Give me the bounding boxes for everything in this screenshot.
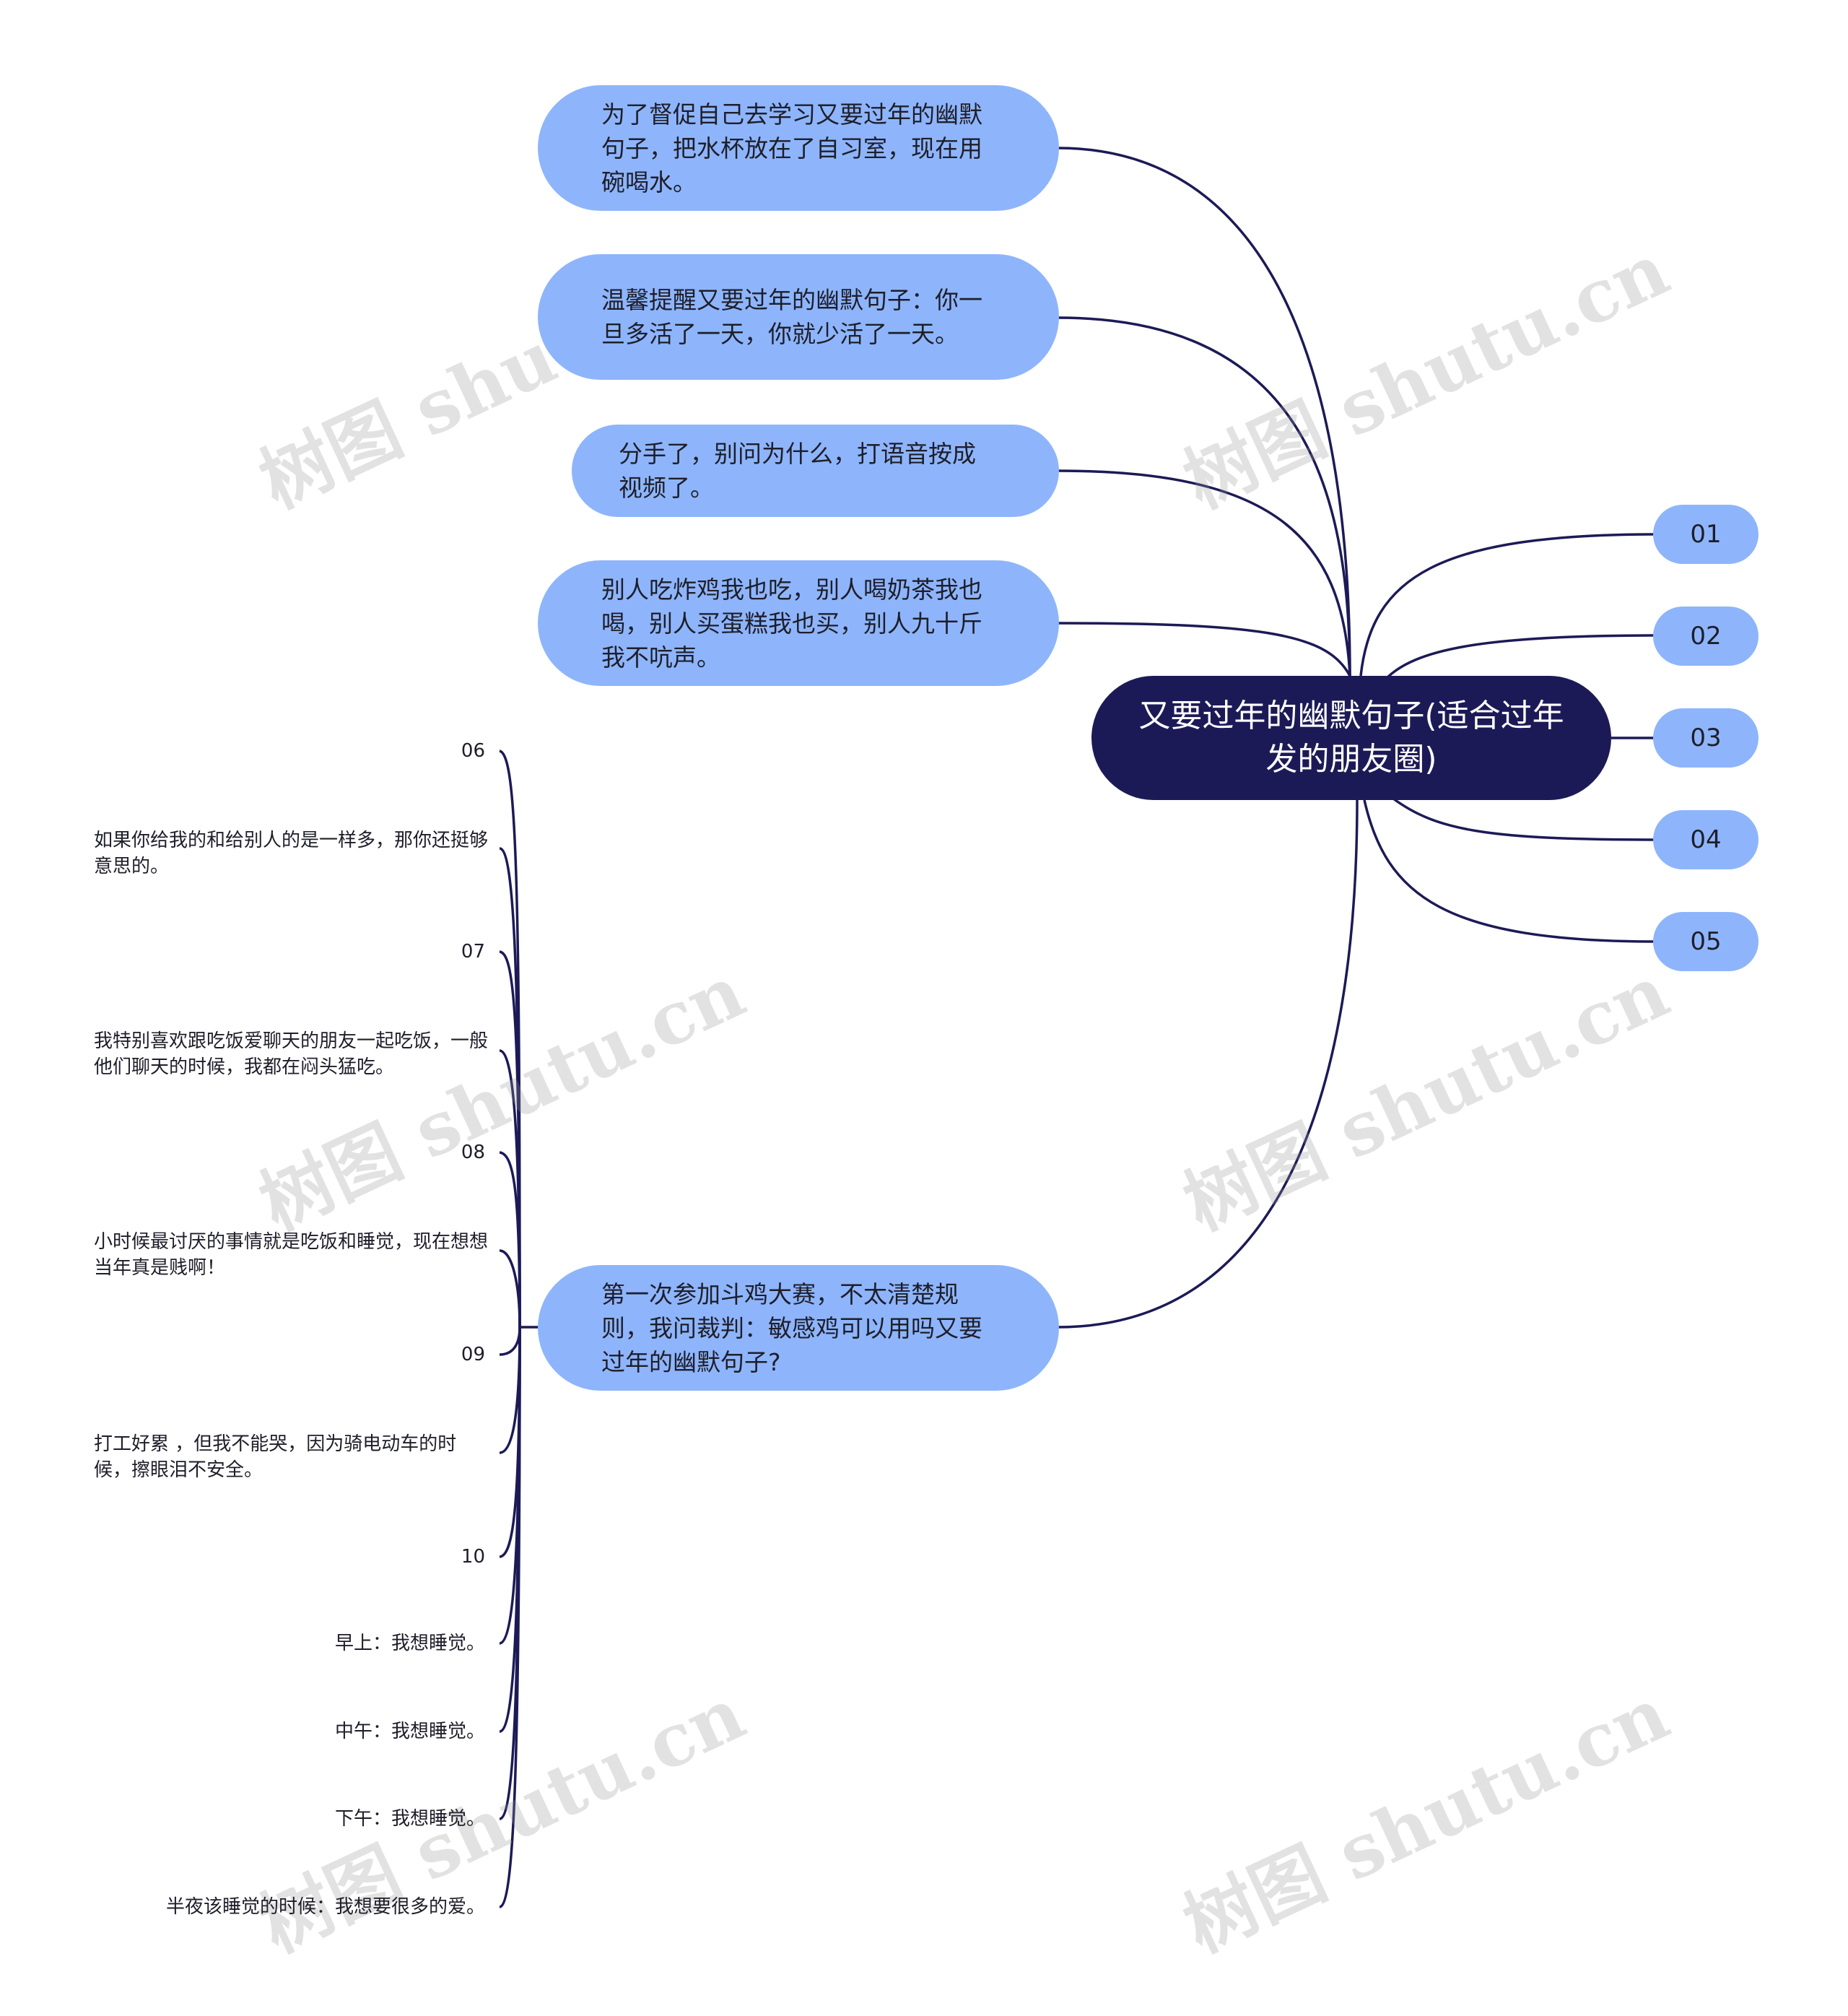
branch-text: 别人吃炸鸡我也吃，别人喝奶茶我也喝，别人买蛋糕我也买，别人九十斤我不吭声。 <box>601 575 982 672</box>
number-node-01[interactable]: 01 <box>1653 505 1758 564</box>
leaf-label-09[interactable]: 09 <box>461 1344 485 1365</box>
link-top-1 <box>1057 147 1351 677</box>
link-top-3 <box>1057 469 1351 677</box>
link-right-04 <box>1392 797 1657 841</box>
branch-bubble[interactable]: 第一次参加斗鸡大赛，不太清楚规则，我问裁判：敏感鸡可以用吗又要过年的幽默句子? <box>538 1265 1059 1391</box>
number-label: 04 <box>1690 825 1722 854</box>
number-label: 05 <box>1690 927 1722 956</box>
branch-bubble[interactable]: 温馨提醒又要过年的幽默句子：你一旦多活了一天，你就少活了一天。 <box>538 254 1059 380</box>
number-node-04[interactable]: 04 <box>1653 810 1758 869</box>
branch-text: 温馨提醒又要过年的幽默句子：你一旦多活了一天，你就少活了一天。 <box>601 286 982 348</box>
link-right-05 <box>1363 799 1657 943</box>
brace-h <box>499 1326 521 1908</box>
number-label: 03 <box>1690 724 1722 752</box>
leaf-label-10[interactable]: 10 <box>461 1546 485 1568</box>
branch-text: 为了督促自己去学习又要过年的幽默句子，把水杯放在了自习室，现在用碗喝水。 <box>601 100 982 196</box>
leaf-label-06[interactable]: 06 <box>461 740 485 762</box>
leaf-label-07[interactable]: 07 <box>461 941 485 963</box>
branch-bubble[interactable]: 别人吃炸鸡我也吃，别人喝奶茶我也喝，别人买蛋糕我也买，别人九十斤我不吭声。 <box>538 560 1059 686</box>
number-node-03[interactable]: 03 <box>1653 708 1758 768</box>
leaf-text[interactable]: 半夜该睡觉的时候：我想要很多的爱。 <box>165 1896 485 1918</box>
root-title: 又要过年的幽默句子(适合过年发的朋友圈) <box>1138 698 1564 778</box>
branch-bubble[interactable]: 为了督促自己去学习又要过年的幽默句子，把水杯放在了自习室，现在用碗喝水。 <box>538 85 1059 211</box>
number-node-05[interactable]: 05 <box>1653 912 1758 971</box>
leaf-text[interactable]: 下午：我想睡觉。 <box>334 1808 485 1830</box>
link-top-2 <box>1057 316 1351 677</box>
leaf-text[interactable]: 早上：我想睡觉。 <box>334 1633 485 1654</box>
branch-bubble[interactable]: 分手了，别问为什么，打语音按成视频了。 <box>572 425 1059 517</box>
brace-09 <box>499 1326 521 1356</box>
leaf-text[interactable]: 打工好累 ，但我不能哭，因为骑电动车的时候，擦眼泪不安全。 <box>94 1433 457 1481</box>
root-topic[interactable]: 又要过年的幽默句子(适合过年发的朋友圈) <box>1091 676 1611 800</box>
brace-c <box>499 1249 521 1328</box>
link-right-01 <box>1359 533 1657 677</box>
brace-08 <box>499 1151 521 1328</box>
number-node-02[interactable]: 02 <box>1653 607 1758 666</box>
leaf-text[interactable]: 如果你给我的和给别人的是一样多，那你还挺够意思的。 <box>94 830 489 877</box>
link-bottom <box>1057 799 1359 1329</box>
leaf-text[interactable]: 中午：我想睡觉。 <box>334 1721 485 1742</box>
branch-text: 分手了，别问为什么，打语音按成视频了。 <box>619 440 976 502</box>
number-label: 02 <box>1690 622 1722 651</box>
leaf-text[interactable]: 我特别喜欢跟吃饭爱聊天的朋友一起吃饭，一般他们聊天的时候，我都在闷头猛吃。 <box>94 1030 489 1078</box>
branch-text: 第一次参加斗鸡大赛，不太清楚规则，我问裁判：敏感鸡可以用吗又要过年的幽默句子? <box>601 1279 982 1376</box>
link-right-02 <box>1385 634 1657 680</box>
leaf-text[interactable]: 小时候最讨厌的事情就是吃饭和睡觉，现在想想当年真是贱啊！ <box>94 1231 489 1279</box>
link-top-4 <box>1057 622 1351 677</box>
leaf-label-08[interactable]: 08 <box>461 1142 485 1163</box>
number-label: 01 <box>1690 520 1722 549</box>
